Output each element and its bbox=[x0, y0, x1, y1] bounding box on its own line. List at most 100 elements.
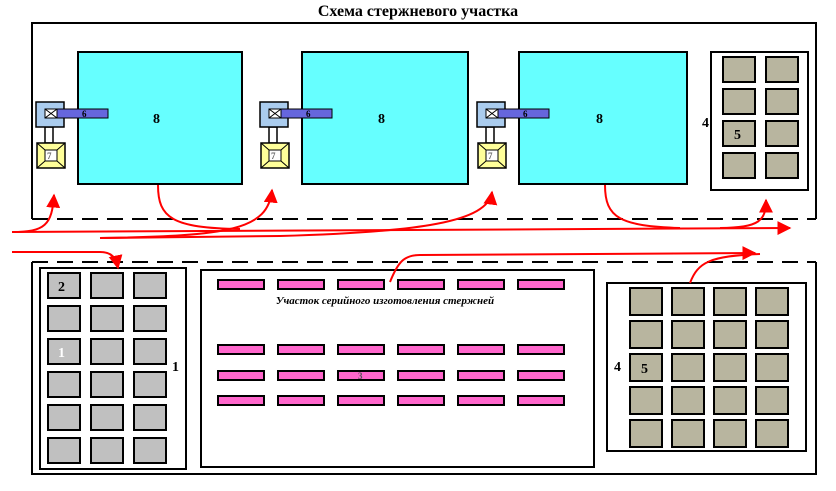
core-rack bbox=[277, 279, 325, 290]
sand-mixer-label: 7 bbox=[271, 151, 276, 161]
core-rack bbox=[517, 344, 565, 355]
storage-cell bbox=[671, 287, 705, 316]
core-rack bbox=[457, 370, 505, 381]
storage-cell bbox=[755, 287, 789, 316]
core-rack bbox=[277, 344, 325, 355]
core-box-store-frame bbox=[39, 267, 187, 470]
serial-core-area-caption: Участок серийного изготовления стержней bbox=[276, 295, 494, 307]
core-rack bbox=[217, 279, 265, 290]
core-rack bbox=[337, 395, 385, 406]
core-box-cell bbox=[90, 437, 124, 464]
flow-main-outbound bbox=[11, 221, 792, 236]
storage-cell bbox=[671, 353, 705, 382]
core-box-cell bbox=[133, 272, 167, 299]
core-box-cell bbox=[90, 338, 124, 365]
core-rack bbox=[277, 370, 325, 381]
core-box-cell bbox=[47, 305, 81, 332]
storage-cell bbox=[629, 419, 663, 448]
core-box-cell bbox=[47, 338, 81, 365]
transfer-arm-label: 6 bbox=[523, 109, 528, 119]
storage-cell bbox=[765, 152, 799, 179]
storage-cell bbox=[671, 386, 705, 415]
sand-mixer-outline bbox=[477, 142, 507, 169]
core-box-cell bbox=[133, 338, 167, 365]
core-rack bbox=[397, 344, 445, 355]
storage-cell bbox=[629, 386, 663, 415]
core-box-cell bbox=[47, 272, 81, 299]
storage-cell bbox=[713, 386, 747, 415]
core-machine: 8 6 7 bbox=[476, 51, 688, 185]
flow-to-core-box-store bbox=[12, 251, 123, 270]
core-box-cell bbox=[90, 305, 124, 332]
core-machine-label: 8 bbox=[378, 112, 385, 127]
core-box-cell bbox=[90, 371, 124, 398]
core-rack bbox=[517, 370, 565, 381]
core-rack bbox=[277, 395, 325, 406]
storage-cell bbox=[671, 320, 705, 349]
core-rack bbox=[397, 395, 445, 406]
core-machine-label: 8 bbox=[596, 112, 603, 127]
core-box-cell bbox=[133, 437, 167, 464]
storage-cell bbox=[765, 88, 799, 115]
core-rack bbox=[457, 279, 505, 290]
sand-mixer-window bbox=[485, 149, 499, 162]
core-rack bbox=[337, 279, 385, 290]
storage-cell bbox=[629, 353, 663, 382]
core-box-cell-label: 1 bbox=[58, 346, 65, 361]
flow-lower-storage-out bbox=[689, 253, 761, 284]
lower-storage: 4 5 bbox=[606, 282, 807, 452]
valve-cross-icon bbox=[268, 108, 282, 119]
flow-machine-3-out bbox=[604, 184, 681, 229]
storage-cell-label: 5 bbox=[641, 362, 648, 377]
flow-serial-out bbox=[389, 246, 757, 283]
sand-mixer-label: 7 bbox=[488, 151, 493, 161]
storage-cell bbox=[713, 320, 747, 349]
mixer-connector bbox=[485, 126, 495, 144]
core-rack bbox=[397, 370, 445, 381]
storage-cell-label: 5 bbox=[734, 128, 741, 143]
storage-cell bbox=[765, 120, 799, 147]
storage-cell bbox=[629, 320, 663, 349]
storage-cell bbox=[629, 287, 663, 316]
core-box-cell-label: 2 bbox=[58, 280, 65, 295]
sand-mixer-label: 7 bbox=[47, 151, 52, 161]
valve-cross-icon bbox=[44, 108, 58, 119]
serial-core-area-frame bbox=[200, 269, 595, 468]
storage-cell bbox=[713, 287, 747, 316]
core-rack bbox=[337, 370, 385, 381]
core-rack bbox=[217, 395, 265, 406]
flow-to-upper-storage bbox=[719, 198, 773, 229]
upper-storage: 4 5 bbox=[702, 51, 809, 191]
lower-zone-frame bbox=[31, 262, 817, 475]
core-rack bbox=[457, 344, 505, 355]
core-box-cell bbox=[90, 272, 124, 299]
storage-cell bbox=[755, 386, 789, 415]
core-rack bbox=[337, 344, 385, 355]
storage-cell bbox=[722, 88, 756, 115]
core-machine: 8 6 7 bbox=[35, 51, 243, 185]
storage-cell bbox=[765, 56, 799, 83]
mixer-connector bbox=[268, 126, 278, 144]
lower-storage-label: 4 bbox=[614, 360, 621, 375]
flow-machine-1-out bbox=[157, 184, 241, 230]
core-box-cell bbox=[47, 371, 81, 398]
core-machine: 867 bbox=[259, 51, 469, 185]
flow-to-mixer-1 bbox=[11, 193, 61, 233]
core-rack bbox=[217, 370, 265, 381]
mixer-connector bbox=[44, 126, 54, 144]
core-rack bbox=[517, 395, 565, 406]
storage-cell bbox=[713, 419, 747, 448]
sand-mixer-window bbox=[44, 149, 58, 162]
core-rack bbox=[457, 395, 505, 406]
transfer-arm-label: 6 bbox=[82, 109, 87, 119]
core-box-cell bbox=[133, 404, 167, 431]
core-box-store: 1 21 bbox=[39, 267, 187, 470]
core-box-cell bbox=[47, 404, 81, 431]
storage-cell bbox=[671, 419, 705, 448]
serial-core-area: Участок серийного изготовления стержней … bbox=[200, 269, 595, 468]
core-rack-label: 3 bbox=[358, 371, 363, 381]
core-rack bbox=[397, 279, 445, 290]
core-machine-label: 8 bbox=[153, 112, 160, 127]
